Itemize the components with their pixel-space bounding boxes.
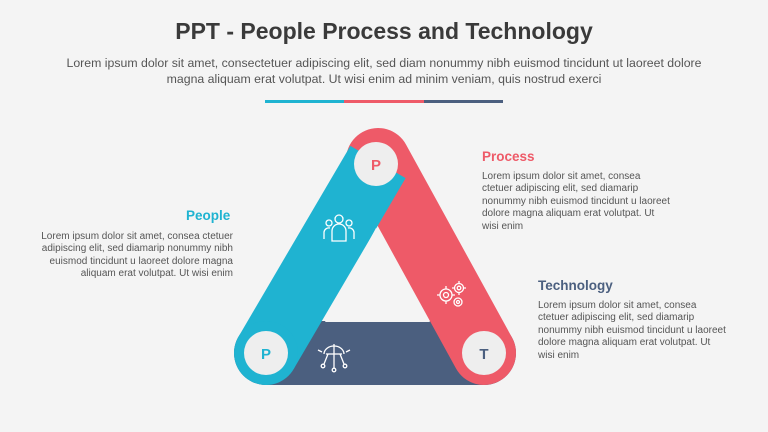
people-label: People xyxy=(186,208,231,223)
technology-description: Lorem ipsum dolor sit amet, consea ctetu… xyxy=(538,300,726,361)
divider-segment-process xyxy=(344,100,424,103)
page-subtitle: Lorem ipsum dolor sit amet, consectetuer… xyxy=(66,56,702,86)
title-divider xyxy=(265,100,503,103)
process-description: Lorem ipsum dolor sit amet, consea ctetu… xyxy=(482,171,670,232)
process-label: Process xyxy=(482,149,535,164)
page-title: PPT - People Process and Technology xyxy=(175,18,593,44)
process-letter: P xyxy=(371,157,381,174)
divider-segment-technology xyxy=(423,100,503,103)
people-group-icon xyxy=(323,214,355,242)
people-description: Lorem ipsum dolor sit amet, consea ctetu… xyxy=(41,231,233,280)
divider-segment-people xyxy=(265,100,345,103)
people-letter-circle: P xyxy=(244,331,288,375)
technology-letter: T xyxy=(479,346,488,363)
people-letter: P xyxy=(261,346,271,363)
circuit-icon xyxy=(317,344,351,373)
people-band xyxy=(238,145,406,370)
process-letter-circle: P xyxy=(354,142,398,186)
technology-label: Technology xyxy=(538,278,613,293)
inner-triangle xyxy=(325,228,430,322)
gears-icon xyxy=(437,281,466,307)
technology-letter-circle: T xyxy=(462,331,506,375)
